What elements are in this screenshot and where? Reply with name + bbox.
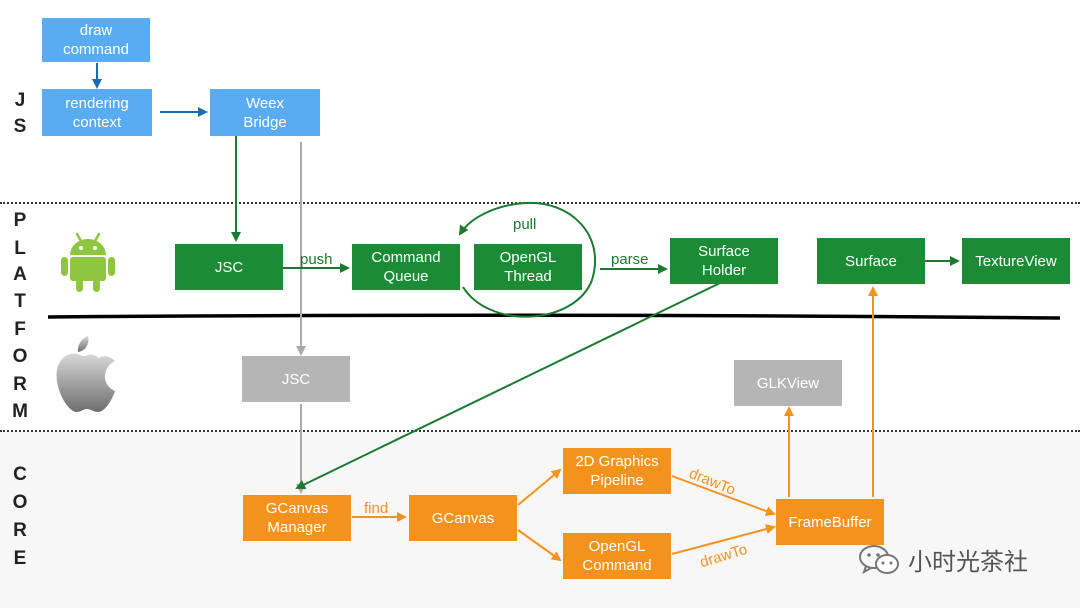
node-jsc-ios: JSC xyxy=(242,356,350,402)
apple-logo-icon xyxy=(56,336,115,412)
section-letter-platform-l: L xyxy=(14,238,26,259)
node-jsc-android: JSC xyxy=(175,244,283,290)
node-gcanvas-manager: GCanvas Manager xyxy=(243,495,351,541)
node-surface: Surface xyxy=(817,238,925,284)
platform-separator-line xyxy=(47,313,1061,320)
section-letter-core-e: E xyxy=(13,548,27,569)
node-command-queue: Command Queue xyxy=(352,244,460,290)
android-robot-icon xyxy=(61,232,115,292)
pull-cycle-arc xyxy=(458,201,597,318)
edge-label-parse: parse xyxy=(611,251,649,268)
node-rendering-context: rendering context xyxy=(42,89,152,136)
node-texture-view: TextureView xyxy=(962,238,1070,284)
section-letter-core-c: C xyxy=(13,464,27,485)
section-letter-platform-f: F xyxy=(14,319,26,340)
edge-label-pull: pull xyxy=(513,216,537,233)
wechat-logo-icon xyxy=(859,544,899,574)
section-letter-platform-o: O xyxy=(12,346,28,367)
section-letter-js-j: J xyxy=(14,90,26,111)
node-glkview: GLKView xyxy=(734,360,842,406)
section-letter-platform-p: P xyxy=(13,210,27,231)
edge-label-push: push xyxy=(300,251,333,268)
node-draw-command: draw command xyxy=(42,18,150,62)
section-letter-platform-m: M xyxy=(12,401,28,422)
section-letter-js-s: S xyxy=(13,116,27,137)
node-opengl-command: OpenGL Command xyxy=(563,533,671,579)
node-opengl-thread: OpenGL Thread xyxy=(474,244,582,290)
watermark-text: 小时光茶社 xyxy=(908,548,1028,576)
arrow-pipeline-to-framebuffer xyxy=(671,475,776,516)
section-letter-platform-a: A xyxy=(13,264,27,285)
node-gcanvas: GCanvas xyxy=(409,495,517,541)
arrow-command-to-framebuffer xyxy=(671,524,776,555)
section-letter-platform-r: R xyxy=(13,374,27,395)
core-band xyxy=(0,432,1080,608)
arrow-holder-to-manager xyxy=(295,282,721,490)
section-letter-core-r: R xyxy=(13,520,27,541)
arrow-gcanvas-to-command xyxy=(517,529,562,562)
node-framebuffer: FrameBuffer xyxy=(776,499,884,545)
section-letter-platform-t: T xyxy=(14,291,26,312)
watermark: 小时光茶社 xyxy=(858,542,1028,577)
node-weex-bridge: Weex Bridge xyxy=(210,89,320,136)
edge-label-find: find xyxy=(364,500,389,517)
section-letter-core-o: O xyxy=(12,492,28,513)
node-graphics-pipeline: 2D Graphics Pipeline xyxy=(563,448,671,494)
arrow-gcanvas-to-pipeline xyxy=(517,468,562,506)
node-surface-holder: Surface Holder xyxy=(670,238,778,284)
platform-core-divider xyxy=(0,430,1080,432)
